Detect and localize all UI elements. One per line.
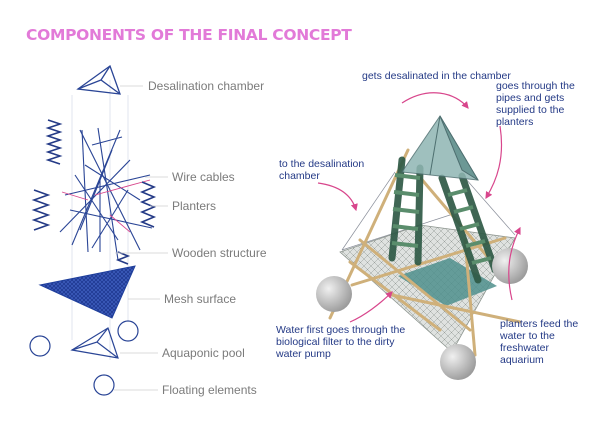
annotation-right-top: goes through the pipes and gets supplied… xyxy=(496,80,575,128)
wooden-structure-drawing xyxy=(59,127,153,261)
mesh-surface-drawing xyxy=(38,265,136,319)
annotation-bottom-right: planters feed the water to the freshwate… xyxy=(500,318,579,366)
desalination-chamber-drawing xyxy=(76,64,121,95)
annotation-top: gets desalinated in the chamber xyxy=(362,70,511,82)
pool-water xyxy=(398,258,497,306)
label-floating-elements: Floating elements xyxy=(162,383,257,397)
floating-spheres xyxy=(316,248,528,380)
flow-arrow-top xyxy=(401,92,469,109)
label-wooden-structure: Wooden structure xyxy=(172,246,267,260)
flow-arrow-bottom-left xyxy=(349,291,393,323)
annotation-left: to the desalination chamber xyxy=(279,158,365,182)
flow-arrow-bottom-right xyxy=(508,226,521,301)
label-planters: Planters xyxy=(172,199,217,213)
rendered-concept-illustration xyxy=(316,92,528,380)
planters-drawing xyxy=(31,119,157,265)
flow-arrow-right xyxy=(485,125,503,200)
aquaponic-pool-drawing xyxy=(70,327,119,359)
label-desalination-chamber: Desalination chamber xyxy=(148,79,265,93)
label-mesh-surface: Mesh surface xyxy=(164,292,237,306)
glass-desalination-chamber xyxy=(401,115,479,181)
floating-elements-drawing xyxy=(29,320,139,396)
exploded-axonometric-drawing xyxy=(29,64,168,396)
label-aquaponic-pool: Aquaponic pool xyxy=(162,346,245,360)
label-wire-cables: Wire cables xyxy=(172,170,235,184)
diagram-title: COMPONENTS OF THE FINAL CONCEPT xyxy=(26,26,352,44)
annotation-bottom-left: Water first goes through the biological … xyxy=(276,324,406,360)
flow-arrow-left xyxy=(317,182,358,212)
